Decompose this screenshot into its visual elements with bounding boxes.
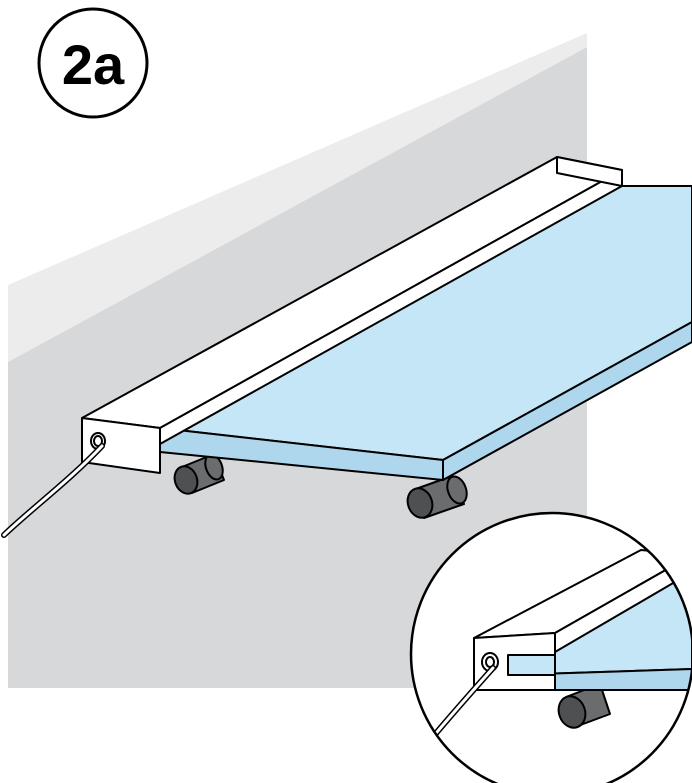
detail-glass-slot <box>507 654 556 676</box>
detail-bolt-end <box>557 695 587 729</box>
cable <box>1 443 105 538</box>
step-label: 2a <box>62 33 125 96</box>
glass-panel <box>159 185 692 481</box>
bolt-left <box>173 453 225 495</box>
magnifier-detail-circle-icon <box>409 511 692 783</box>
base-profile <box>81 156 623 474</box>
profile-front-face <box>81 417 161 474</box>
step-number-badge-icon: 2a <box>37 7 149 119</box>
bolt-left-end <box>173 465 199 495</box>
bolt-right-end <box>406 487 434 519</box>
detail-bolt <box>557 683 611 729</box>
support-bolts <box>173 453 468 519</box>
bolt-right <box>406 475 468 519</box>
wall-top-face <box>8 33 587 362</box>
profile-far-end <box>556 156 623 187</box>
glass-side-edge <box>442 321 692 481</box>
